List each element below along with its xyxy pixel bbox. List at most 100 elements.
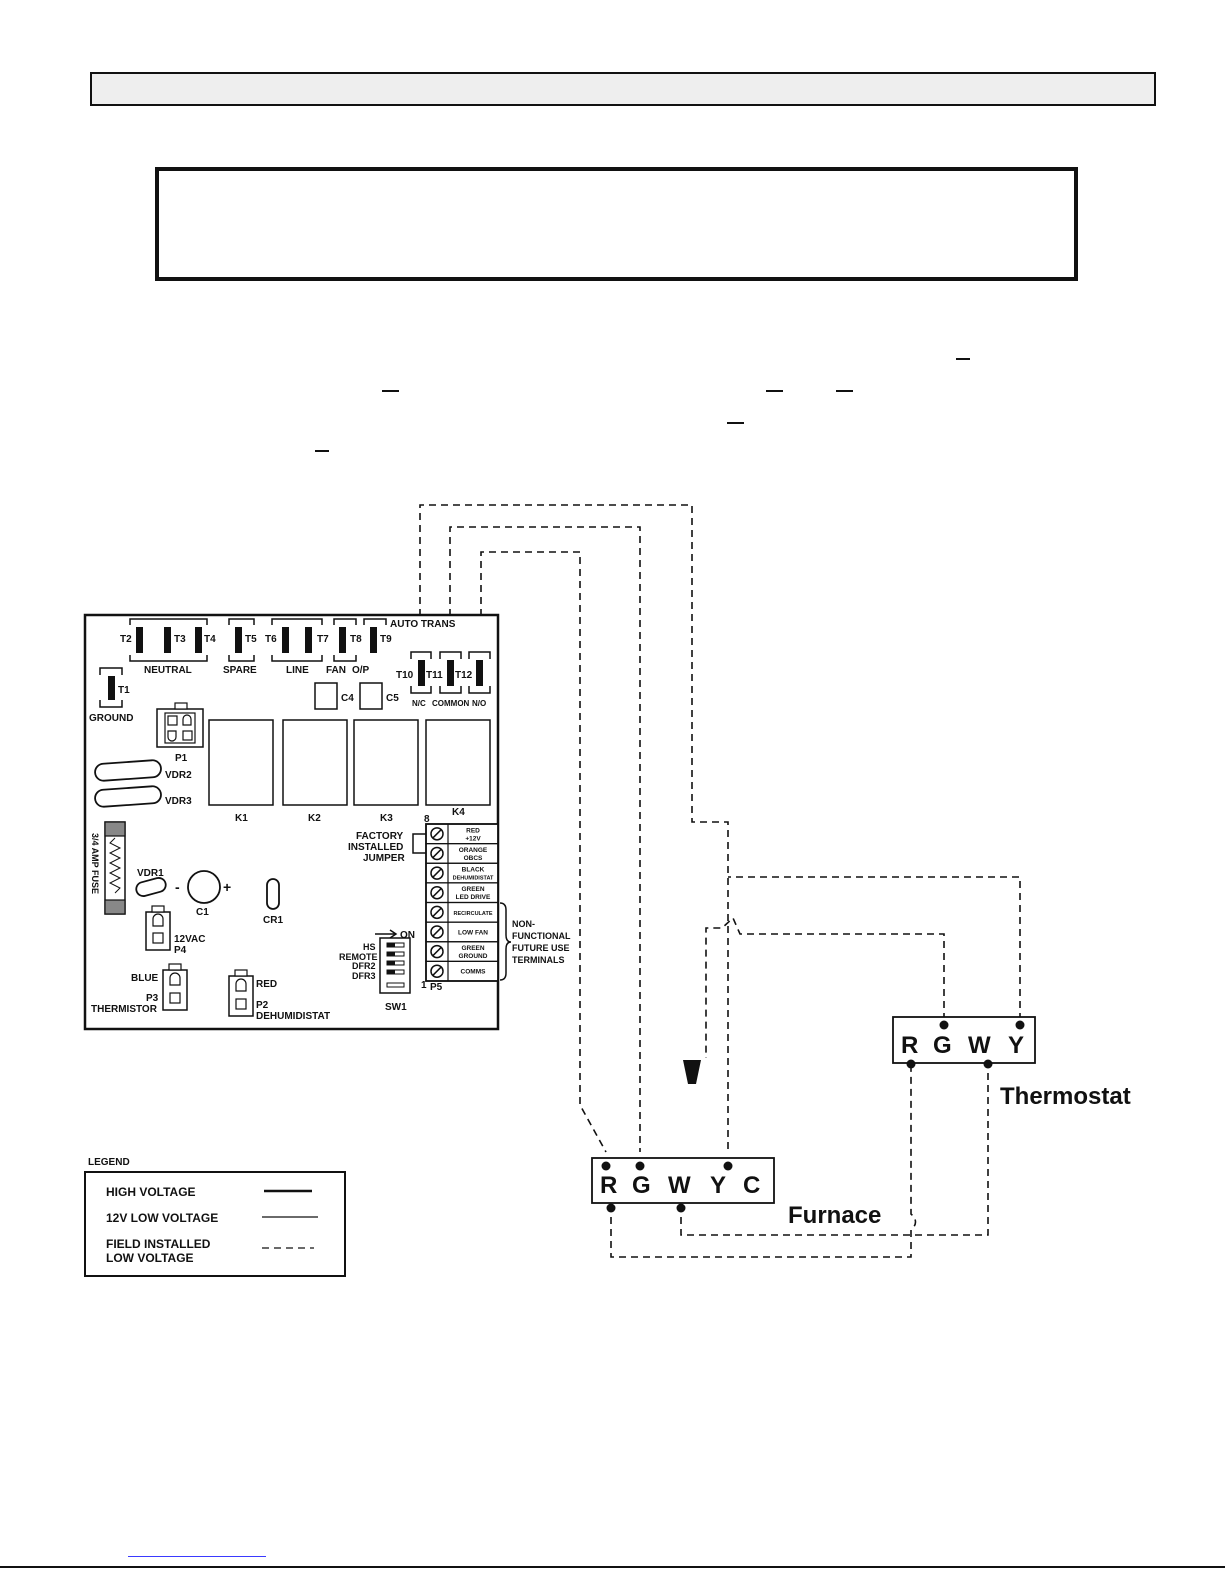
- furnace-dot-w-bottom: [676, 1203, 686, 1213]
- furnace-dot-r-top: [601, 1161, 611, 1171]
- t10-bracket: [410, 651, 432, 694]
- control-board: T2 T3 T4 T5 T6 T7 T8 T9 T1 T10 T11 T12 A…: [83, 613, 571, 1031]
- terminal-t11: [447, 660, 454, 686]
- terminal-t7: [305, 627, 312, 653]
- terminal-label: T4: [204, 634, 216, 645]
- nonfunctional-brace: [499, 902, 512, 981]
- sw1-label: SW1: [385, 1002, 407, 1013]
- furnace-terminal-box: [591, 1157, 775, 1204]
- varistor-vdr1: [135, 877, 167, 897]
- p5-terminal-label: +12V: [465, 835, 481, 842]
- no-label: N/O: [472, 699, 486, 708]
- relay-k3: [353, 719, 419, 806]
- terminal-t12: [476, 660, 483, 686]
- thermostat-dot-y-top: [1015, 1020, 1025, 1030]
- furnace-terminal-w: W: [668, 1172, 691, 1199]
- fan-bracket: [333, 618, 357, 662]
- terminal-label: T7: [317, 634, 329, 645]
- p5-terminal-label: ORANGE: [459, 847, 488, 854]
- connector-p4: [145, 905, 171, 951]
- screw-slot: [432, 868, 442, 878]
- terminal-strip-p5: RED+12VORANGEOBCSBLACKDEHUMIDISTATGREENL…: [425, 823, 499, 982]
- sw-dfr2-label: DFR2: [352, 961, 376, 971]
- thermostat-dot-g-top: [939, 1020, 949, 1030]
- overbar-mark: [836, 390, 853, 392]
- terminal-t10: [418, 660, 425, 686]
- p4-voltage-label: 12VAC: [174, 934, 206, 945]
- nonfunctional-label: FUNCTIONAL: [512, 931, 571, 941]
- overbar-mark: [956, 358, 970, 360]
- p5-terminal-label: GREEN: [461, 886, 484, 893]
- arrow-icon: [375, 929, 398, 939]
- terminal-t2: [136, 627, 143, 653]
- relay-k4: [425, 719, 491, 806]
- neutral-bracket: [129, 618, 208, 662]
- p2-label: P2: [256, 1000, 269, 1011]
- screw-slot: [432, 829, 442, 839]
- wire-t10-to-furnace-y: [419, 504, 729, 1152]
- cr1-label: CR1: [263, 915, 283, 926]
- red-label: RED: [256, 979, 277, 990]
- sw-on-label: ON: [400, 930, 415, 941]
- wire-furnace-w-to-thermostat-w: [680, 1051, 989, 1236]
- overbar-mark: [727, 422, 744, 424]
- sw-remote-label: REMOTE: [339, 952, 378, 962]
- footer-link-underline[interactable]: [128, 1556, 266, 1557]
- c1-minus: -: [175, 879, 180, 895]
- p5-terminal-label: RED: [466, 827, 480, 834]
- vdr1-label: VDR1: [137, 868, 164, 879]
- sw-dfr3-label: DFR3: [352, 971, 376, 981]
- p5-pin-1: 1: [421, 980, 427, 991]
- p4-label: P4: [174, 945, 187, 956]
- blue-label: BLUE: [131, 973, 159, 984]
- furnace-terminal-r: R: [600, 1172, 617, 1199]
- fuse: [104, 821, 126, 915]
- p5-terminal-label: OBCS: [464, 855, 483, 862]
- k2-label: K2: [308, 813, 321, 824]
- screw-slot: [432, 888, 442, 898]
- capacitor-c4: [314, 682, 338, 710]
- terminal-t6: [282, 627, 289, 653]
- diode-cr1: [266, 878, 280, 910]
- board-outline: [83, 613, 500, 1031]
- nc-label: N/C: [412, 699, 426, 708]
- footer-rule: [0, 1566, 1225, 1568]
- terminal-label: T8: [350, 634, 362, 645]
- p5-terminal-label: RECIRCULATE: [453, 911, 492, 917]
- screw-slot: [432, 947, 442, 957]
- furnace-label: Furnace: [788, 1202, 881, 1229]
- ground-bracket: [99, 667, 123, 708]
- factory-jumper: [412, 833, 427, 854]
- p5-terminal-label: LED DRIVE: [456, 894, 491, 901]
- section-header-bar: [90, 72, 1156, 106]
- k1-label: K1: [235, 813, 248, 824]
- varistor-vdr2: [94, 759, 162, 782]
- terminal-t8: [339, 627, 346, 653]
- furnace-dot-r-bottom: [606, 1203, 616, 1213]
- thermostat-block: R G W Y Thermostat: [892, 1016, 1131, 1110]
- nonfunctional-label: TERMINALS: [512, 955, 565, 965]
- line-bracket: [271, 618, 323, 662]
- p5-terminal-label: LOW FAN: [458, 929, 488, 936]
- legend-high-voltage: HIGH VOLTAGE: [106, 1185, 196, 1199]
- connector-p1: [156, 702, 204, 748]
- wire-t12-to-furnace-r: [480, 551, 607, 1153]
- wire-thermostat-g: [705, 916, 945, 1058]
- terminal-label: T5: [245, 634, 257, 645]
- fan-label: FAN: [326, 665, 346, 676]
- thermistor-label: THERMISTOR: [91, 1004, 158, 1015]
- op-label: O/P: [352, 665, 370, 676]
- furnace-dot-y-top: [723, 1161, 733, 1171]
- vdr3-label: VDR3: [165, 796, 192, 807]
- wire-thermostat-y: [728, 876, 1021, 1020]
- spare-label: SPARE: [223, 665, 257, 676]
- p3-label: P3: [146, 993, 159, 1004]
- thermostat-terminal-w: W: [968, 1032, 991, 1059]
- p5-terminal-label: GROUND: [459, 953, 488, 960]
- p5-label: P5: [430, 982, 443, 993]
- neutral-label: NEUTRAL: [144, 665, 192, 676]
- terminal-label: T11: [426, 670, 443, 681]
- p5-terminal-label: BLACK: [462, 867, 485, 874]
- t11-bracket: [439, 651, 462, 694]
